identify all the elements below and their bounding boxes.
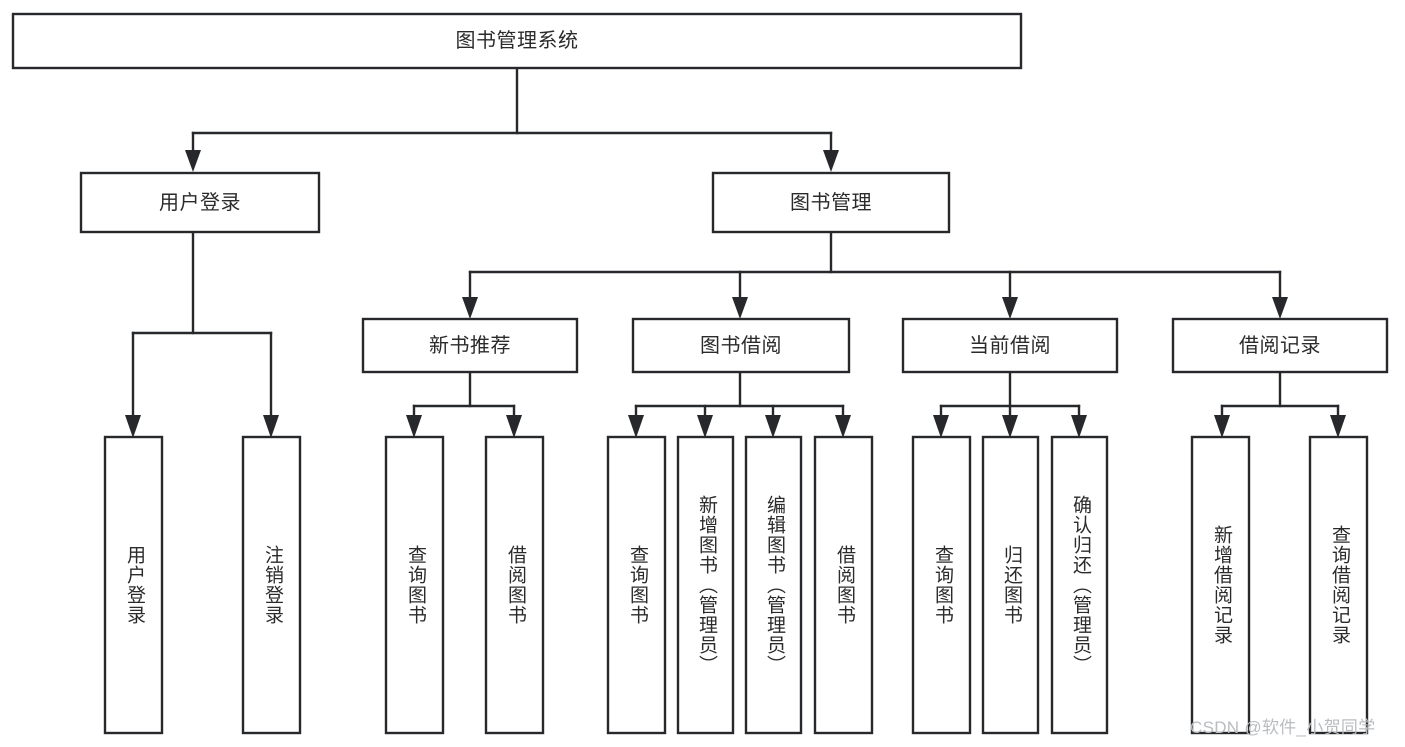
arrow-head-leaf-query-book-2 bbox=[628, 415, 644, 438]
edges-root-to-level2 bbox=[185, 66, 839, 172]
arrow-head-leaf-add-book bbox=[697, 415, 713, 438]
node-box-leaf-confirm-return[interactable] bbox=[1050, 435, 1109, 735]
edges-borrow-record-to-leaves bbox=[1214, 370, 1346, 438]
node-box-book-borrow[interactable] bbox=[631, 317, 851, 374]
edges-user-login-to-leaves bbox=[125, 230, 279, 438]
arrow-head-current-borrow bbox=[1002, 297, 1018, 319]
arrow-head-leaf-query-record bbox=[1330, 415, 1346, 438]
arrow-head-leaf-edit-book bbox=[765, 415, 781, 438]
arrow-head-leaf-return-book bbox=[1002, 415, 1018, 438]
node-box-leaf-query-book-1[interactable] bbox=[384, 435, 445, 735]
node-box-leaf-return-book[interactable] bbox=[981, 435, 1040, 735]
node-box-leaf-query-book-3[interactable] bbox=[911, 435, 972, 735]
csdn-watermark: CSDN @软件_小贺同学 bbox=[1190, 718, 1376, 737]
edges-new-book-recommend-to-leaves bbox=[406, 370, 522, 438]
arrow-head-user-login bbox=[185, 150, 201, 172]
arrow-head-leaf-user-logout bbox=[263, 415, 279, 438]
node-box-leaf-query-book-2[interactable] bbox=[606, 435, 667, 735]
node-box-leaf-borrow-book-1[interactable] bbox=[484, 435, 545, 735]
node-box-leaf-user-login[interactable] bbox=[103, 435, 164, 735]
arrow-head-book-management bbox=[823, 150, 839, 172]
edges-current-borrow-to-leaves bbox=[933, 370, 1087, 438]
arrow-head-new-book-recommend bbox=[462, 297, 478, 319]
node-box-leaf-user-logout[interactable] bbox=[241, 435, 302, 735]
node-box-user-login[interactable] bbox=[79, 171, 321, 234]
node-box-leaf-add-record[interactable] bbox=[1190, 435, 1251, 735]
arrow-head-leaf-borrow-book-2 bbox=[835, 415, 851, 438]
edges-book-borrow-to-leaves bbox=[628, 370, 851, 438]
arrow-head-leaf-confirm-return bbox=[1071, 415, 1087, 438]
node-box-new-book-recommend[interactable] bbox=[361, 317, 579, 374]
node-box-leaf-borrow-book-2[interactable] bbox=[813, 435, 874, 735]
node-box-book-management[interactable] bbox=[711, 171, 951, 234]
arrow-head-leaf-query-book-1 bbox=[406, 415, 422, 438]
node-box-current-borrow[interactable] bbox=[901, 317, 1119, 374]
edges-book-management-to-level3 bbox=[462, 230, 1288, 319]
node-box-leaf-add-book[interactable] bbox=[676, 435, 735, 735]
node-box-leaf-query-record[interactable] bbox=[1308, 435, 1369, 735]
arrow-head-leaf-borrow-book-1 bbox=[506, 415, 522, 438]
node-box-leaf-edit-book[interactable] bbox=[744, 435, 803, 735]
arrow-head-book-borrow bbox=[732, 297, 748, 319]
arrow-head-borrow-record bbox=[1272, 297, 1288, 319]
arrow-head-leaf-user-login bbox=[125, 415, 141, 438]
arrow-head-leaf-query-book-3 bbox=[933, 415, 949, 438]
node-box-borrow-record[interactable] bbox=[1171, 317, 1389, 374]
arrow-head-leaf-add-record bbox=[1214, 415, 1230, 438]
node-box-root[interactable] bbox=[11, 12, 1023, 70]
